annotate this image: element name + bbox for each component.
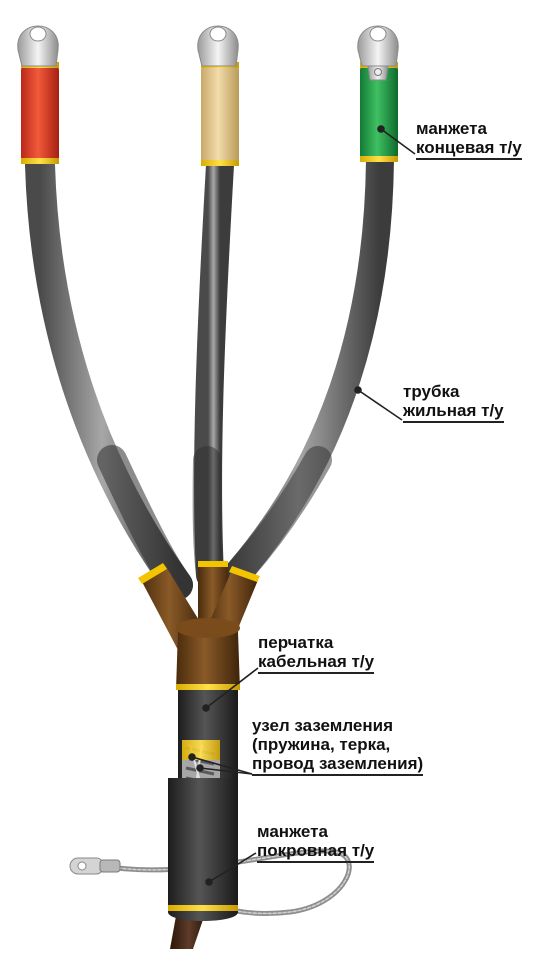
- callout-core-tube-line2: жильная т/у: [403, 401, 504, 423]
- cable-lug-b: [198, 26, 238, 66]
- callout-glove-line1: перчатка: [258, 633, 374, 652]
- callout-grounding-line1: узел заземления: [252, 716, 423, 735]
- callout-core-tube-line1: трубка: [403, 382, 504, 401]
- callout-end-cap-line1: манжета: [416, 119, 522, 138]
- core-tube-c: [232, 160, 380, 580]
- callout-cover-cap-line1: манжета: [257, 822, 374, 841]
- callout-core-tube: трубка жильная т/у: [403, 382, 504, 423]
- callout-grounding-line3: провод заземления): [252, 754, 423, 776]
- callout-cover-cap-line2: покровная т/у: [257, 841, 374, 863]
- end-cap-b: [201, 66, 239, 166]
- callout-cover-cap: манжета покровная т/у: [257, 822, 374, 863]
- cable-lug-a: [18, 26, 58, 66]
- callout-grounding-line2: (пружина, терка,: [252, 735, 423, 754]
- callout-end-cap-line2: концевая т/у: [416, 138, 522, 160]
- end-cap-a: [21, 66, 59, 164]
- ground-wire-lug: [70, 858, 120, 874]
- callout-glove-line2: кабельная т/у: [258, 652, 374, 674]
- callout-end-cap: манжета концевая т/у: [416, 119, 522, 160]
- cover-cap: [168, 778, 238, 921]
- callout-glove: перчатка кабельная т/у: [258, 633, 374, 674]
- callout-grounding: узел заземления (пружина, терка, провод …: [252, 716, 423, 776]
